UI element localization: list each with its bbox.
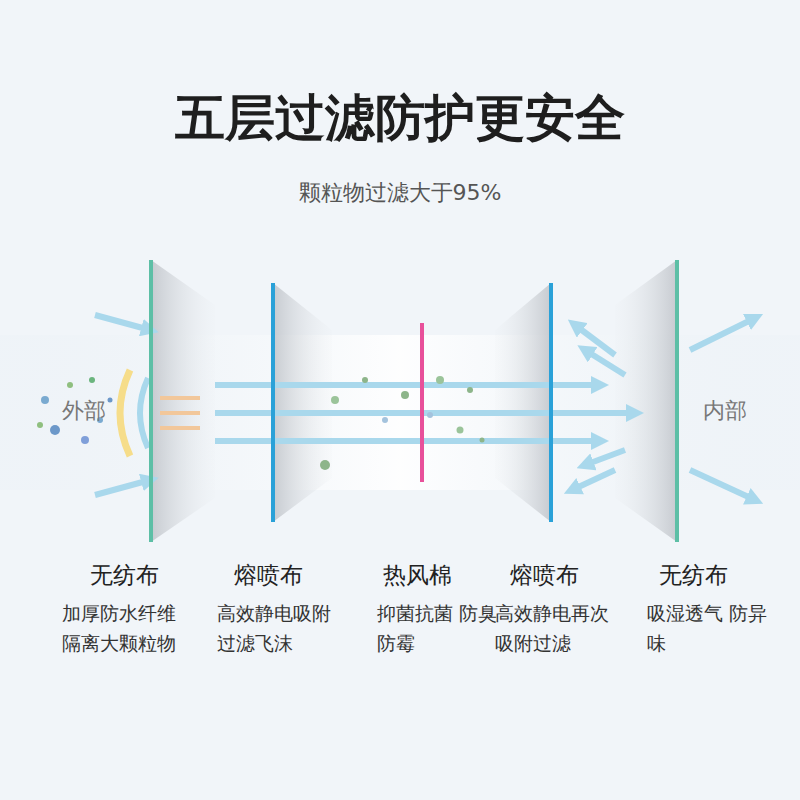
layer-desc: 高效静电再次 吸附过滤 [495,598,617,658]
nonwoven-layer [149,260,153,542]
air-band [0,335,800,490]
subtitle: 颗粒物过滤大于95% [299,178,502,208]
shield-arc [140,378,148,448]
layer-desc: 抑菌抗菌 防臭防霉 [377,598,499,658]
air-arrows [95,315,755,500]
panel-shade [615,260,677,542]
panel-shade [495,283,551,522]
title: 五层过滤防护更安全 [175,85,625,152]
particles [37,376,485,470]
layer-name: 熔喷布 [510,560,579,591]
meltblown-layer [549,283,553,522]
layer-desc: 高效静电吸附 过滤飞沫 [217,598,339,658]
layer-name: 热风棉 [383,560,452,591]
nonwoven-layer [675,260,679,542]
layer-name: 无纺布 [90,560,159,591]
meltblown-layer [271,283,275,522]
layer-desc: 加厚防水纤维 隔离大颗粒物 [62,598,184,658]
hot-air-cotton-layer [420,323,424,482]
layer-name: 无纺布 [659,560,728,591]
shield-arc [120,370,130,456]
blocked-arrows [160,398,200,428]
panel-shade [151,260,215,542]
side-label: 外部 [62,396,106,426]
layer-desc: 吸湿透气 防异味 [647,598,769,658]
layer-name: 熔喷布 [234,560,303,591]
panel-shade [273,283,332,522]
side-label: 内部 [703,396,747,426]
